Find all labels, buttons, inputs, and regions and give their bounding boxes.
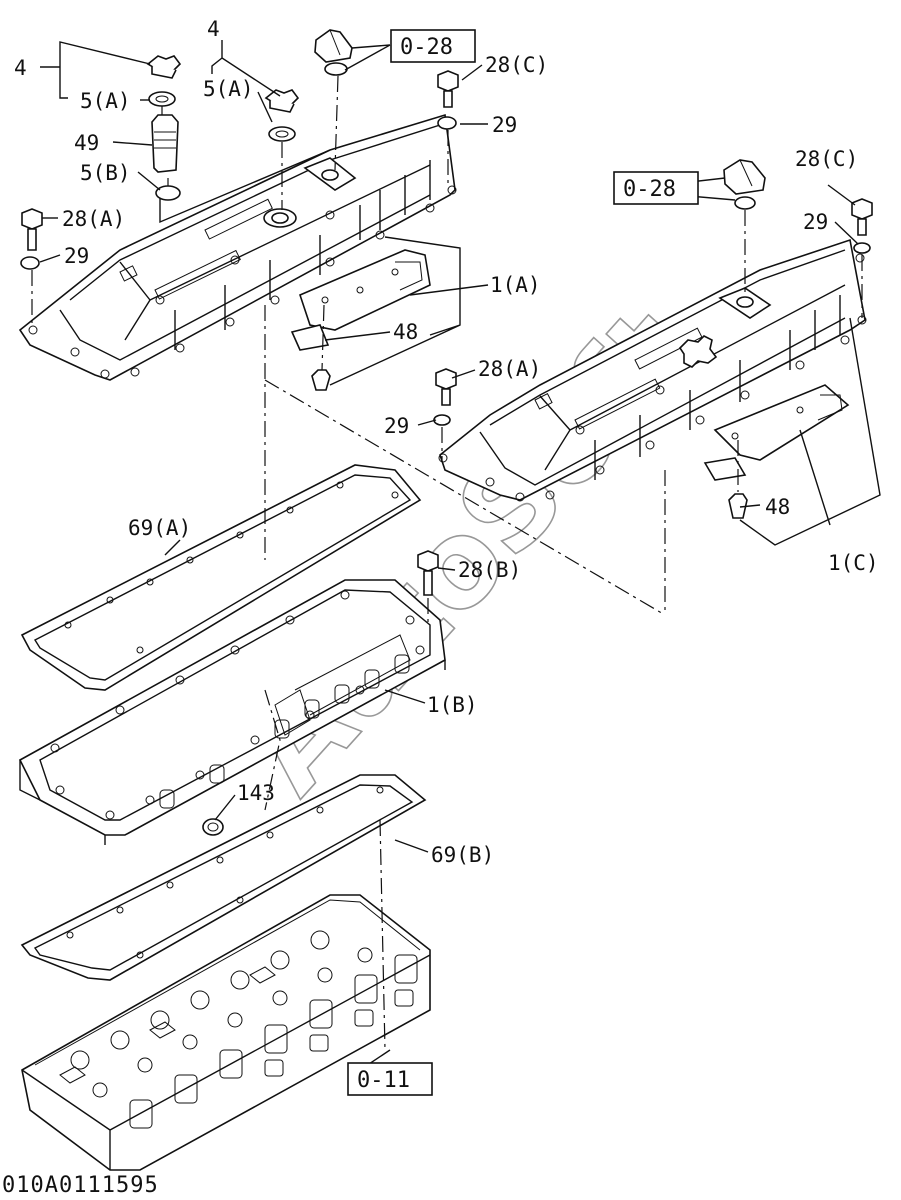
callout-69a: 69(A) xyxy=(128,516,191,540)
callout-29-top: 29 xyxy=(492,113,517,137)
callout-4-left: 4 xyxy=(14,56,27,80)
callout-5a-right: 5(A) xyxy=(203,77,254,101)
drawing-code: 010A0111595 xyxy=(2,1173,159,1198)
reference-box-right-label: 0-28 xyxy=(623,177,676,202)
valve-cover-icon xyxy=(438,238,867,502)
callout-1b: 1(B) xyxy=(427,693,478,717)
reference-box-top[interactable]: 0-28 xyxy=(390,29,476,63)
callout-5a-left: 5(A) xyxy=(80,89,131,113)
valve-cover-icon xyxy=(18,579,446,845)
callout-28c-right: 28(C) xyxy=(795,147,858,171)
callout-1a: 1(A) xyxy=(490,273,541,297)
oil-filler-neck-icon xyxy=(151,114,179,173)
callout-29-right: 29 xyxy=(803,210,828,234)
gasket-icon xyxy=(20,464,422,691)
breather-valve-icon xyxy=(314,29,766,195)
washer-icon xyxy=(20,62,871,426)
callout-28a-left: 28(A) xyxy=(62,207,125,231)
callout-5b: 5(B) xyxy=(80,161,131,185)
cylinder-head-icon xyxy=(21,894,431,1171)
gasket-icon xyxy=(20,774,427,981)
callout-28c-top: 28(C) xyxy=(485,53,548,77)
reference-box-bottom[interactable]: 0-11 xyxy=(347,1062,433,1096)
oil-filler-cap-icon xyxy=(146,55,300,113)
callout-29-left: 29 xyxy=(64,244,89,268)
reference-box-top-label: 0-28 xyxy=(400,35,453,60)
callout-1c: 1(C) xyxy=(828,551,879,575)
bolt-icon xyxy=(21,70,873,596)
reference-box-right[interactable]: 0-28 xyxy=(613,171,699,205)
callout-29-mid: 29 xyxy=(384,414,409,438)
callout-48-left: 48 xyxy=(393,320,418,344)
callout-48-right: 48 xyxy=(765,495,790,519)
valve-cover-icon xyxy=(18,113,457,381)
callout-28a-mid: 28(A) xyxy=(478,357,541,381)
callout-labels: 4 4 5(A) 5(A) 49 5(B) 28(A) 29 28(C) 29 … xyxy=(14,17,879,867)
callout-4-right: 4 xyxy=(207,17,220,41)
callout-69b: 69(B) xyxy=(431,843,494,867)
assembly-centerlines xyxy=(31,75,863,1051)
callout-143: 143 xyxy=(237,781,275,805)
reference-box-bottom-label: 0-11 xyxy=(357,1068,410,1093)
callout-28b: 28(B) xyxy=(458,558,521,582)
baffle-plate-icon xyxy=(290,249,850,481)
callout-49: 49 xyxy=(74,131,99,155)
